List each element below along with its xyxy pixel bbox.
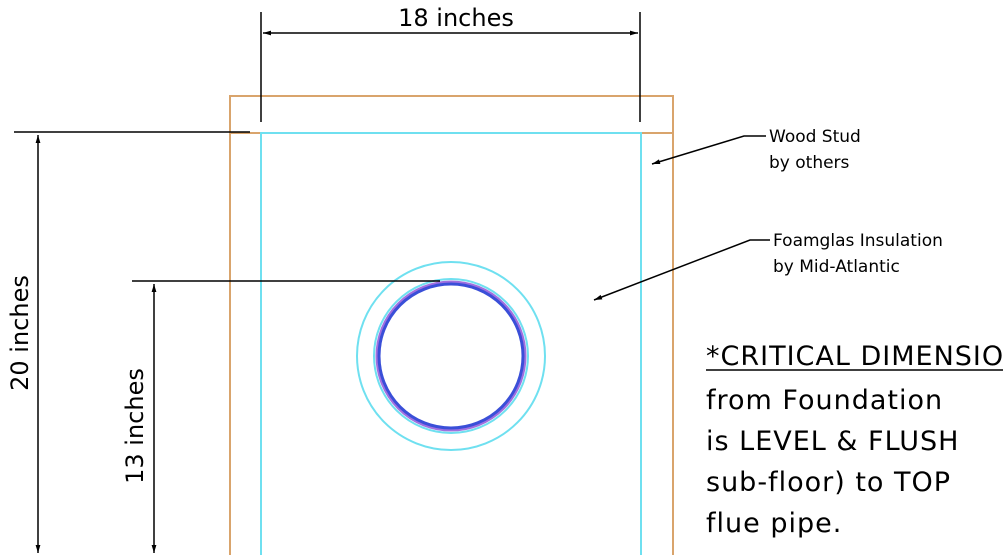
note-line-2: is LEVEL & FLUSH [706,426,959,457]
pipe-height-dimension: 13 inches [121,280,440,553]
pipe-height-dimension-label: 13 inches [121,368,149,484]
wood-stud-label-line1: Wood Stud [769,127,861,147]
wood-stud-frame [229,95,674,555]
width-dimension: 18 inches [260,4,641,122]
note-line-1: from Foundation [706,385,943,416]
height-dimension: 20 inches [6,131,250,553]
height-dimension-label: 20 inches [6,275,34,391]
insulation-callout: Foamglas Insulation by Mid-Atlantic [593,231,943,301]
note-line-4: flue pipe. [706,508,842,539]
insulation-block [260,132,642,555]
flue-pipe [356,261,546,451]
wood-stud-label-line2: by others [769,153,850,173]
width-dimension-label: 18 inches [398,4,514,32]
wood-stud-callout: Wood Stud by others [651,127,861,173]
critical-dimension-note: *CRITICAL DIMENSION from Foundation is L… [706,341,1003,539]
note-heading: *CRITICAL DIMENSION [706,341,1003,372]
insulation-label-line2: by Mid-Atlantic [773,257,900,277]
note-line-3: sub-floor) to TOP [706,467,951,498]
insulation-label-line1: Foamglas Insulation [773,231,943,251]
